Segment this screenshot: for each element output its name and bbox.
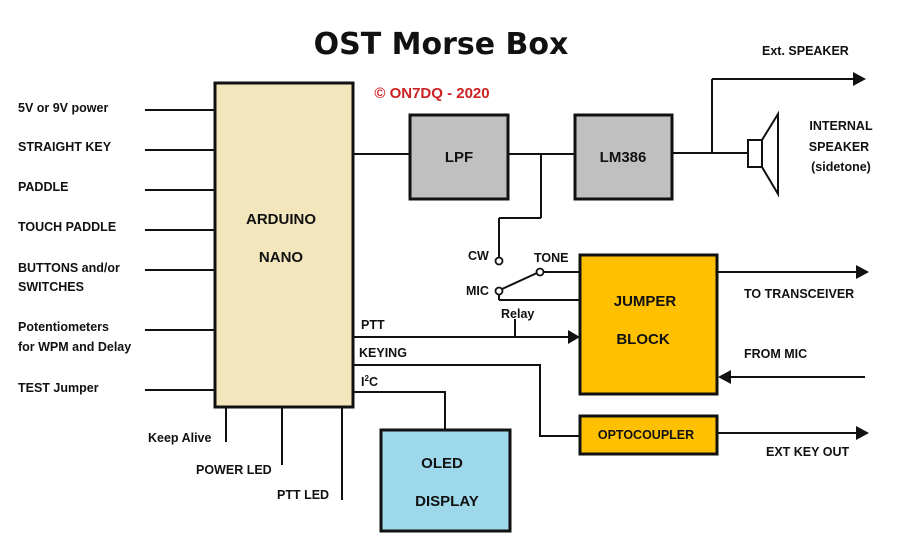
mic-contact	[494, 286, 504, 296]
input-label-power: 5V or 9V power	[18, 101, 108, 115]
ext-speaker-label: Ext. SPEAKER	[762, 44, 849, 58]
relay-label: Relay	[501, 307, 534, 321]
jumper-block	[578, 253, 719, 396]
cw-contact	[494, 256, 504, 266]
cw-label: CW	[468, 249, 489, 263]
tone-contact	[535, 267, 545, 277]
power-led-label: POWER LED	[196, 463, 272, 477]
input-label-test-jumper: TEST Jumper	[18, 381, 99, 395]
arduino-label-line1: ARDUINO	[246, 211, 316, 228]
jumper-label-line2: BLOCK	[616, 331, 669, 348]
input-label-buttons-line1: BUTTONS and/or	[18, 261, 120, 275]
speaker-icon	[747, 139, 763, 168]
keep-alive-label: Keep Alive	[148, 431, 212, 445]
input-label-touch-paddle: TOUCH PADDLE	[18, 220, 116, 234]
input-label-buttons-line2: SWITCHES	[18, 280, 84, 294]
arduino-nano-block	[213, 81, 355, 409]
diagram-title: OST Morse Box	[314, 27, 569, 62]
keying-label: KEYING	[359, 346, 407, 360]
lm386-block	[573, 113, 674, 201]
ext-speaker-arrow	[853, 72, 866, 86]
lpf-block	[408, 113, 510, 201]
from-mic-arrow	[718, 370, 731, 384]
input-label-potentiometers-line2: for WPM and Delay	[18, 340, 131, 354]
copyright-label: © ON7DQ - 2020	[374, 85, 489, 102]
optocoupler-block	[578, 414, 719, 456]
input-label-potentiometers-line1: Potentiometers	[18, 320, 109, 334]
internal-speaker-label-line2: SPEAKER	[809, 140, 869, 154]
input-label-paddle: PADDLE	[18, 180, 68, 194]
ext-key-out-arrow	[856, 426, 869, 440]
i2c-wire	[353, 391, 446, 430]
tone-label: TONE	[534, 251, 569, 265]
ptt-label: PTT	[361, 318, 385, 332]
to-transceiver-arrow	[856, 265, 869, 279]
ptt-arrow	[568, 330, 580, 344]
ext-key-out-label: EXT KEY OUT	[766, 445, 849, 459]
keying-wire	[353, 364, 580, 437]
oled-label-line1: OLED	[421, 455, 463, 472]
arduino-label-line2: NANO	[259, 249, 303, 266]
internal-speaker-label-line3: (sidetone)	[811, 160, 871, 174]
from-mic-label: FROM MIC	[744, 347, 807, 361]
to-transceiver-label: TO TRANSCEIVER	[744, 287, 854, 301]
lm386-label: LM386	[600, 149, 647, 166]
optocoupler-label: OPTOCOUPLER	[598, 428, 694, 442]
internal-speaker-label-line1: INTERNAL	[809, 119, 873, 133]
speaker-cone-icon	[761, 110, 779, 198]
input-label-straight-key: STRAIGHT KEY	[18, 140, 112, 154]
lpf-label: LPF	[445, 149, 473, 166]
mic-label: MIC	[466, 284, 489, 298]
oled-label-line2: DISPLAY	[415, 493, 479, 510]
ptt-led-label: PTT LED	[277, 488, 329, 502]
i2c-label: I2C	[361, 374, 378, 389]
oled-display-block	[379, 428, 512, 533]
jumper-label-line1: JUMPER	[614, 293, 677, 310]
relay-switch-arm	[501, 272, 538, 290]
